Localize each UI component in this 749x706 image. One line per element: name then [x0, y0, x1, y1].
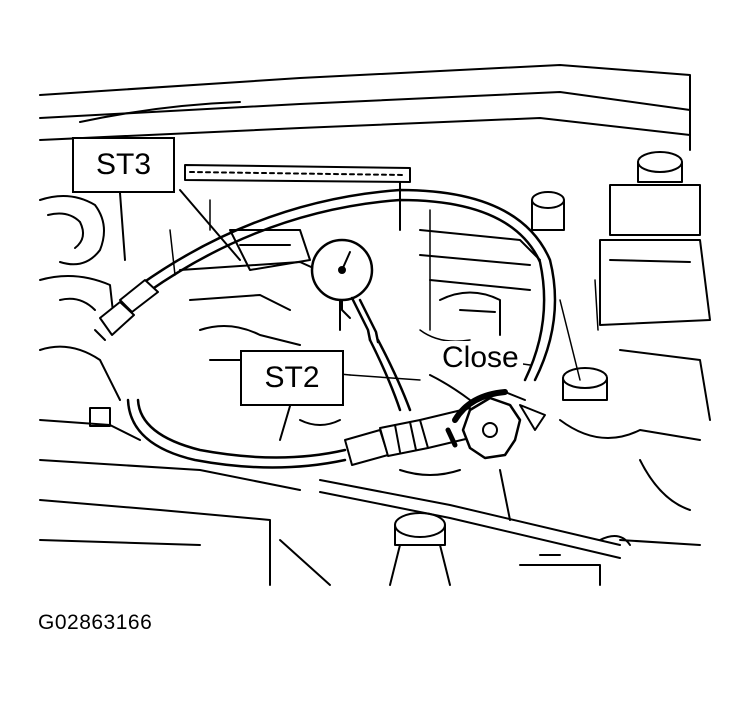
valve-knob — [445, 389, 546, 460]
close-label: Close — [438, 341, 523, 374]
figure-code: G02863166 — [38, 611, 153, 634]
gauge-line — [368, 338, 412, 412]
st2-label: ST2 — [240, 350, 344, 406]
pressure-gauge — [310, 238, 380, 344]
hose-st2 — [126, 398, 347, 469]
lower-components — [279, 469, 621, 586]
hood-outline — [39, 64, 691, 151]
left-components — [39, 195, 301, 586]
hose-st3 — [94, 188, 557, 382]
st3-label: ST3 — [72, 137, 175, 193]
right-components — [519, 151, 711, 586]
radiator-bar — [179, 164, 411, 261]
st2-label-text: ST2 — [264, 361, 320, 394]
coupling-assembly — [344, 407, 471, 466]
close-leader — [429, 374, 471, 401]
label-leaders — [119, 192, 291, 441]
st3-label-text: ST3 — [95, 148, 152, 181]
